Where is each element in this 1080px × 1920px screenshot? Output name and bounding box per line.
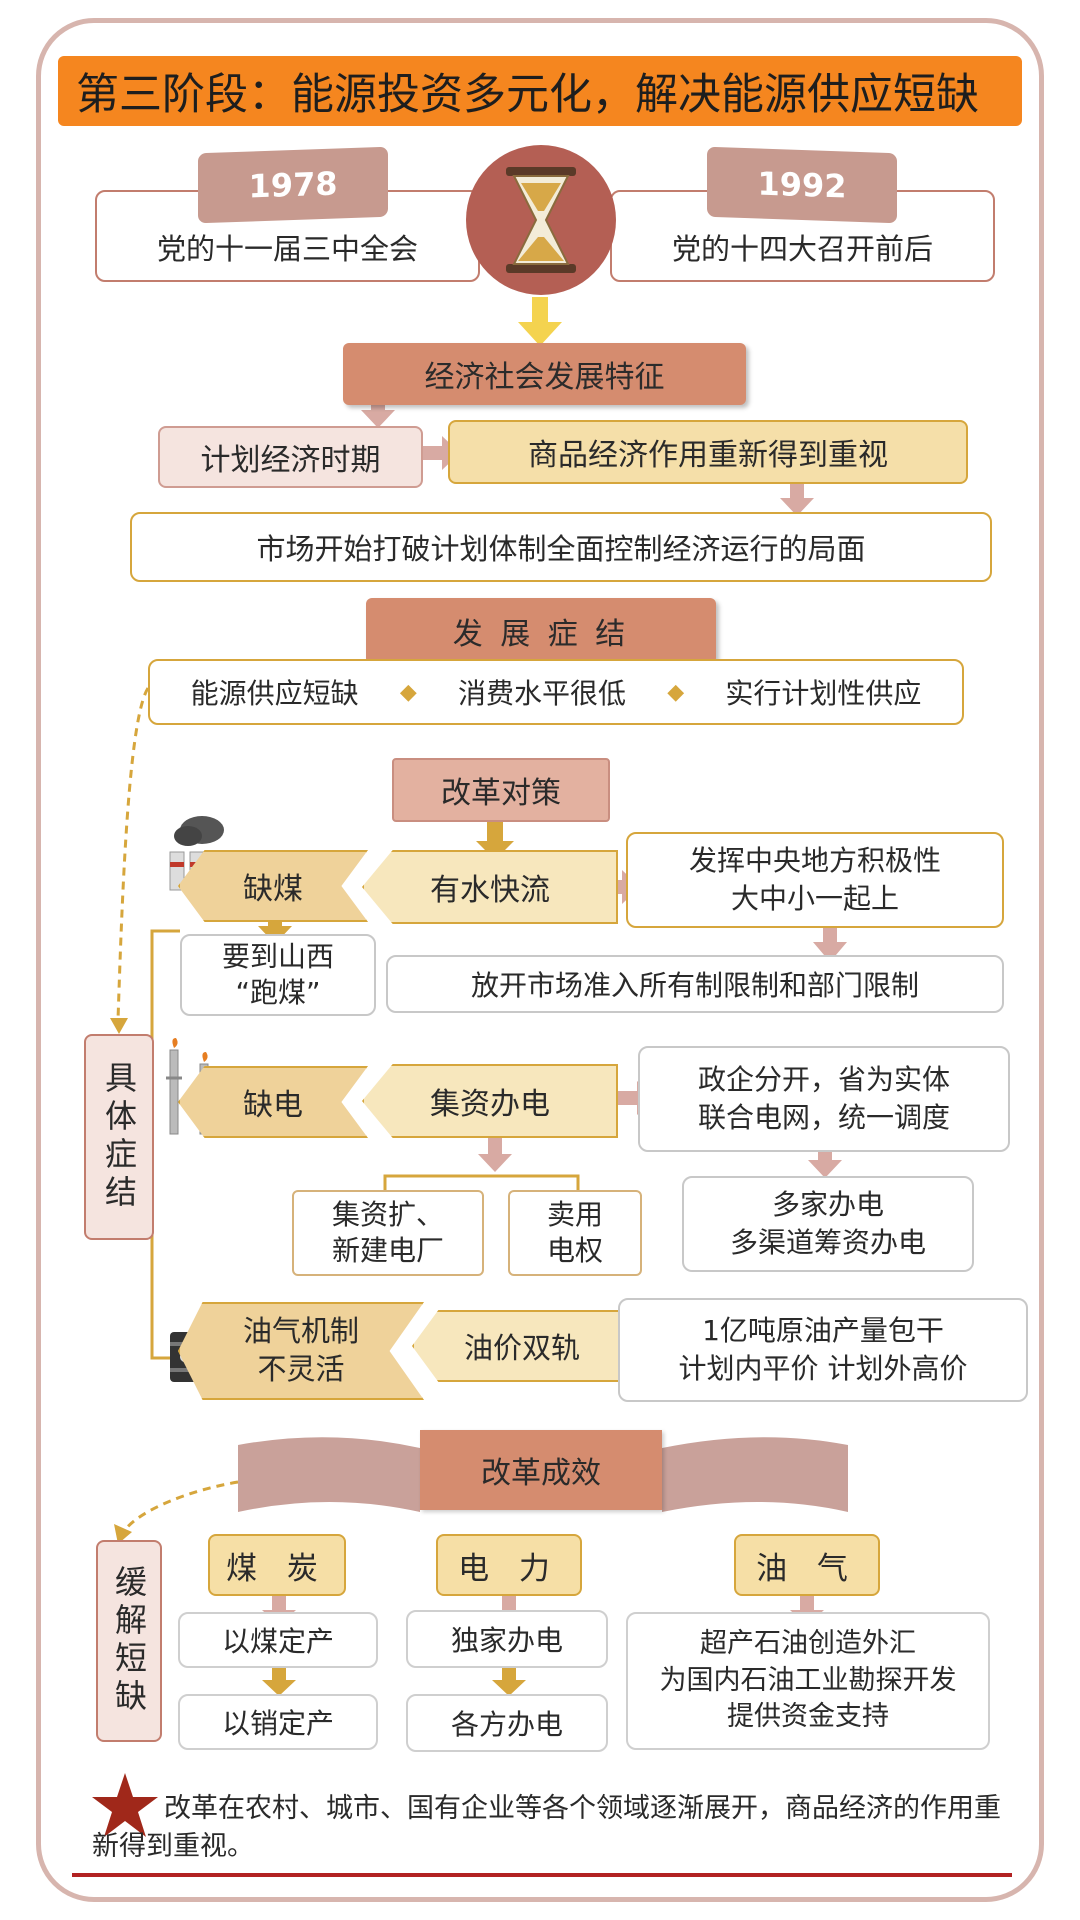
symptom-item: 能源供应短缺 [190,677,359,710]
power-sub-fundraise: 集资扩、 新建电厂 [292,1190,484,1276]
footnote: 改革在农村、城市、国有企业等各个领域逐渐展开，商品经济的作用重新得到重视。 [92,1793,1001,1862]
results-header: 改革成效 [420,1430,662,1510]
coal-action: 要到山西 “跑煤” [180,934,376,1016]
end-year-ribbon: 1992 [707,146,897,224]
power-sub-sell-rights: 卖用 电权 [508,1190,642,1276]
coal-outcome: 放开市场准入所有制限制和部门限制 [386,955,1004,1013]
coal-step-2: 以销定产 [178,1694,378,1750]
coal-step-1: 以煤定产 [178,1612,378,1668]
oil-problem: 油气机制 不灵活 [178,1302,424,1400]
symptoms-list: 能源供应短缺 ◆ 消费水平很低 ◆ 实行计划性供应 [148,659,964,725]
symptoms-header: 发 展 症 结 [366,598,716,664]
commodity-economy-box: 商品经济作用重新得到重视 [448,420,968,484]
oil-policy: 油价双轨 [412,1310,632,1382]
page-title: 第三阶段：能源投资多元化，解决能源供应短缺 [58,56,1022,126]
start-year-ribbon: 1978 [198,146,388,224]
arrow-down-icon [492,1666,526,1696]
star-icon [92,1773,158,1837]
symptom-item: 实行计划性供应 [725,677,922,710]
symptom-item: 消费水平很低 [457,677,626,710]
hourglass-icon [466,145,616,295]
dashed-connector [123,1480,239,1531]
symptom-bracket [150,929,180,1360]
ribbon-left [238,1437,420,1512]
power-outcome: 多家办电 多渠道筹资办电 [682,1176,974,1272]
oil-policy-detail: 1亿吨原油产量包干 计划内平价 计划外高价 [618,1298,1028,1402]
power-shortage: 缺电 [178,1066,368,1138]
coal-shortage: 缺煤 [178,850,368,922]
coal-policy: 有水快流 [362,850,618,924]
planned-economy-stage: 计划经济时期 [158,426,423,488]
oil-result-detail: 超产石油创造外汇 为国内石油工业勘探开发 提供资金支持 [626,1612,990,1750]
ribbon-right [662,1437,848,1512]
power-step-2: 各方办电 [406,1694,608,1752]
dashed-connector [116,687,150,1021]
specific-symptoms-label: 具体症结 [84,1034,154,1240]
power-policy-detail: 政企分开，省为实体 联合电网，统一调度 [638,1046,1010,1152]
coal-result-head: 煤 炭 [208,1534,346,1596]
power-step-1: 独家办电 [406,1610,608,1668]
diamond-icon: ◆ [399,679,417,705]
bottom-rule [72,1873,1012,1877]
power-result-head: 电 力 [436,1534,582,1596]
oil-result-head: 油 气 [734,1534,880,1596]
market-break-result: 市场开始打破计划体制全面控制经济运行的局面 [130,512,992,582]
arrow-down-icon [518,297,562,346]
split-connector [383,1174,580,1192]
coal-policy-detail: 发挥中央地方积极性 大中小一起上 [626,832,1004,928]
relief-label: 缓解短缺 [96,1540,162,1742]
power-policy: 集资办电 [362,1064,618,1138]
countermeasures-header: 改革对策 [392,758,610,822]
diamond-icon: ◆ [667,679,685,705]
page-frame [36,18,1044,1902]
arrow-down-icon [262,1666,296,1696]
characteristics-header: 经济社会发展特征 [343,343,746,405]
